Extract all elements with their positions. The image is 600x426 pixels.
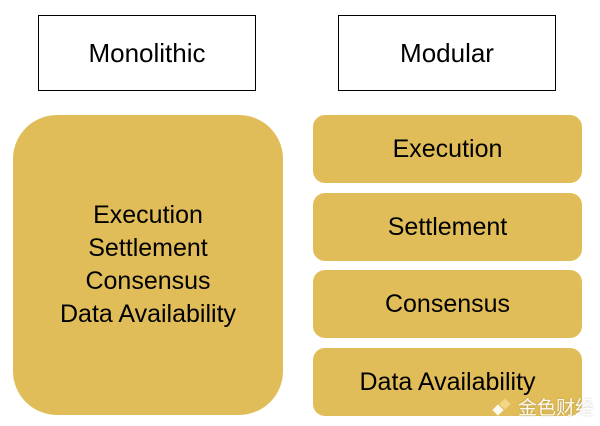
modular-layer-data-availability: Data Availability (313, 348, 582, 416)
monolithic-header: Monolithic (38, 15, 256, 91)
monolithic-line-settlement: Settlement (88, 234, 208, 262)
modular-layer-label: Consensus (384, 289, 511, 318)
modular-layer-execution: Execution (313, 115, 582, 183)
monolithic-line-consensus: Consensus (85, 267, 211, 295)
modular-layer-label: Data Availability (359, 367, 536, 396)
monolithic-line-execution: Execution (93, 201, 203, 229)
modular-header-label: Modular (400, 37, 494, 68)
modular-header: Modular (338, 15, 556, 91)
modular-layer-label: Settlement (387, 212, 508, 241)
monolithic-block: Execution Settlement Consensus Data Avai… (13, 115, 283, 415)
coin-logo-icon (492, 397, 511, 416)
modular-layer-label: Execution (392, 134, 503, 163)
watermark: 金色财经 (492, 393, 594, 420)
modular-layer-settlement: Settlement (313, 193, 582, 261)
modular-layer-consensus: Consensus (313, 270, 582, 338)
monolithic-header-label: Monolithic (88, 37, 206, 68)
monolithic-line-data-availability: Data Availability (59, 300, 237, 328)
watermark-text: 金色财经 (517, 397, 594, 419)
